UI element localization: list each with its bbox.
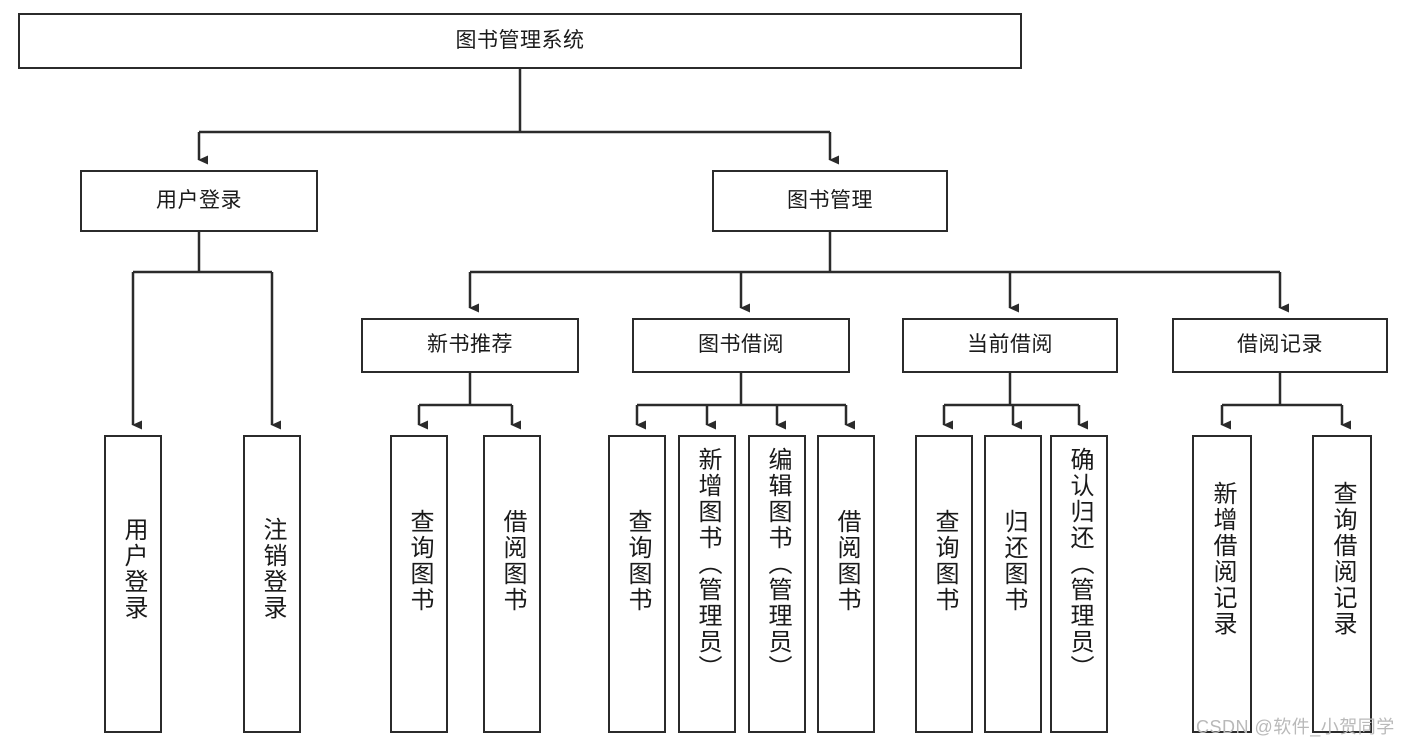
node-book-manage-label: 图书管理 <box>787 188 873 212</box>
leaf-add-borrow-record-label: 新增借阅记录 <box>1209 481 1236 637</box>
leaf-confirm-return-admin-label: 确认归还（管理员） <box>1066 447 1093 681</box>
leaf-user-login-label: 用户登录 <box>120 517 147 621</box>
leaf-logout-label: 注销登录 <box>259 517 286 621</box>
leaf-edit-book-admin-label: 编辑图书（管理员） <box>764 447 791 681</box>
leaf-user-login[interactable]: 用户登录 <box>104 435 162 733</box>
leaf-borrow-book-label: 借阅图书 <box>833 509 860 613</box>
leaf-query-book-rec[interactable]: 查询图书 <box>390 435 448 733</box>
node-current-borrow-label: 当前借阅 <box>967 333 1053 357</box>
leaf-query-book-current[interactable]: 查询图书 <box>915 435 973 733</box>
node-current-borrow[interactable]: 当前借阅 <box>902 318 1118 373</box>
leaf-add-book-admin[interactable]: 新增图书（管理员） <box>678 435 736 733</box>
watermark: CSDN @软件_小贺同学 <box>1196 717 1395 737</box>
leaf-logout[interactable]: 注销登录 <box>243 435 301 733</box>
leaf-query-book-borrow[interactable]: 查询图书 <box>608 435 666 733</box>
leaf-borrow-book-rec[interactable]: 借阅图书 <box>483 435 541 733</box>
node-root[interactable]: 图书管理系统 <box>18 13 1022 69</box>
node-book-borrow-label: 图书借阅 <box>698 333 784 357</box>
node-new-book-rec-label: 新书推荐 <box>427 333 513 357</box>
leaf-query-book-current-label: 查询图书 <box>931 509 958 613</box>
leaf-add-borrow-record[interactable]: 新增借阅记录 <box>1192 435 1252 733</box>
leaf-borrow-book[interactable]: 借阅图书 <box>817 435 875 733</box>
leaf-return-book-label: 归还图书 <box>1000 509 1027 613</box>
leaf-query-book-rec-label: 查询图书 <box>406 509 433 613</box>
leaf-edit-book-admin[interactable]: 编辑图书（管理员） <box>748 435 806 733</box>
node-book-manage[interactable]: 图书管理 <box>712 170 948 232</box>
node-root-label: 图书管理系统 <box>455 28 585 52</box>
node-new-book-rec[interactable]: 新书推荐 <box>361 318 579 373</box>
node-borrow-record[interactable]: 借阅记录 <box>1172 318 1388 373</box>
node-user-login-label: 用户登录 <box>156 188 242 212</box>
leaf-query-book-borrow-label: 查询图书 <box>624 509 651 613</box>
leaf-confirm-return-admin[interactable]: 确认归还（管理员） <box>1050 435 1108 733</box>
node-borrow-record-label: 借阅记录 <box>1237 333 1323 357</box>
leaf-add-book-admin-label: 新增图书（管理员） <box>694 447 721 681</box>
node-user-login[interactable]: 用户登录 <box>80 170 318 232</box>
node-book-borrow[interactable]: 图书借阅 <box>632 318 850 373</box>
leaf-query-borrow-record[interactable]: 查询借阅记录 <box>1312 435 1372 733</box>
leaf-borrow-book-rec-label: 借阅图书 <box>499 509 526 613</box>
leaf-query-borrow-record-label: 查询借阅记录 <box>1329 481 1356 637</box>
leaf-return-book[interactable]: 归还图书 <box>984 435 1042 733</box>
